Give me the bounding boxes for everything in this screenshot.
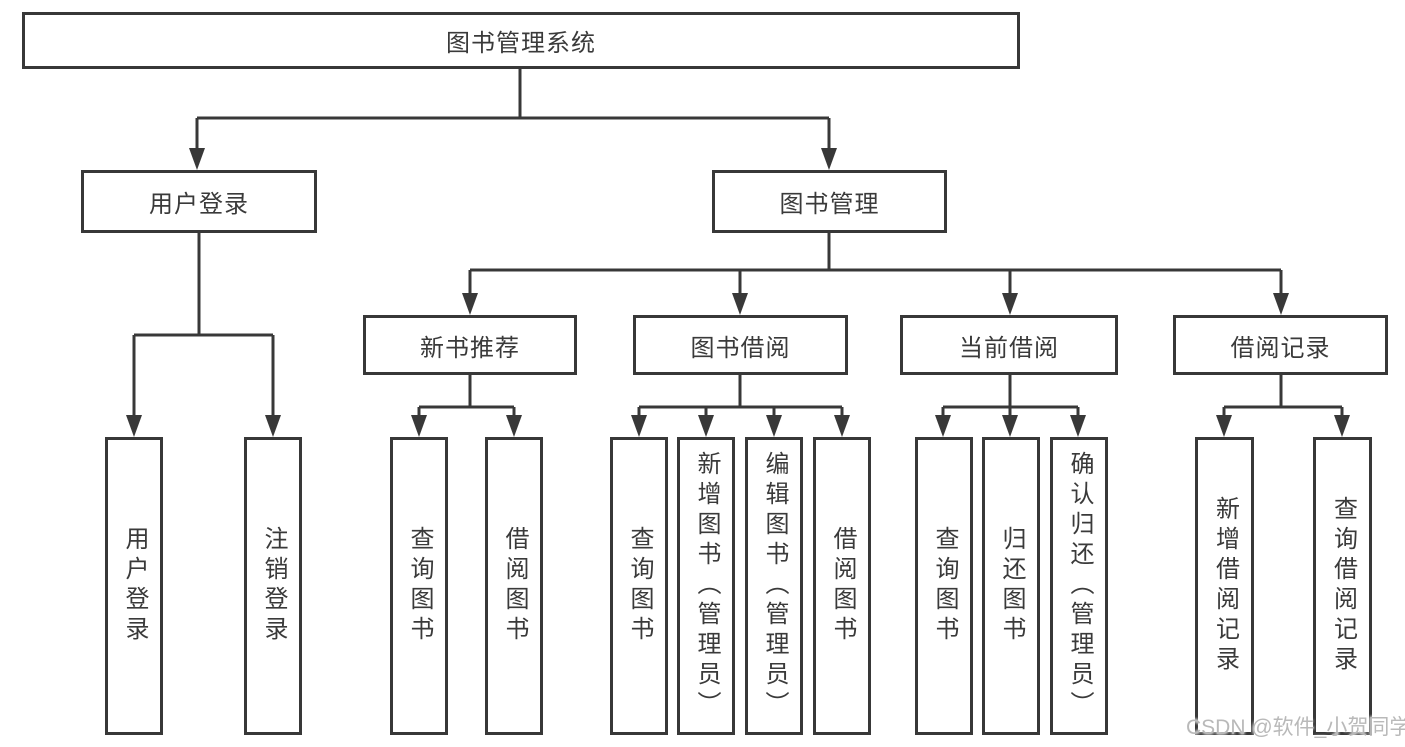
- leaf-user-login: 用户登录: [105, 437, 163, 735]
- leaf-borrow-books-borrowing: 借阅图书: [813, 437, 871, 735]
- leaf-logout: 注销登录: [244, 437, 302, 735]
- leaf-borrow-books-recommend: 借阅图书: [485, 437, 543, 735]
- leaf-query-books-current: 查询图书: [915, 437, 973, 735]
- leaf-edit-book-admin: 编辑图书（管理员）: [745, 437, 803, 735]
- leaf-query-borrow-record: 查询借阅记录: [1313, 437, 1372, 735]
- node-user-login: 用户登录: [81, 170, 317, 233]
- leaf-return-book: 归还图书: [982, 437, 1040, 735]
- leaf-query-books-recommend: 查询图书: [390, 437, 448, 735]
- node-borrowing-records: 借阅记录: [1173, 315, 1388, 375]
- leaf-add-borrow-record: 新增借阅记录: [1195, 437, 1254, 735]
- leaf-query-books-borrowing: 查询图书: [610, 437, 668, 735]
- node-book-borrowing: 图书借阅: [633, 315, 848, 375]
- csdn-watermark: CSDN @软件_小贺同学: [1186, 716, 1405, 739]
- node-current-borrowing: 当前借阅: [900, 315, 1118, 375]
- leaf-add-book-admin: 新增图书（管理员）: [677, 437, 735, 735]
- arrowheads: [126, 148, 1350, 437]
- node-new-book-recommendation: 新书推荐: [363, 315, 577, 375]
- node-library-management-system: 图书管理系统: [22, 12, 1020, 69]
- node-book-management: 图书管理: [712, 170, 947, 233]
- leaf-confirm-return-admin: 确认归还（管理员）: [1050, 437, 1108, 735]
